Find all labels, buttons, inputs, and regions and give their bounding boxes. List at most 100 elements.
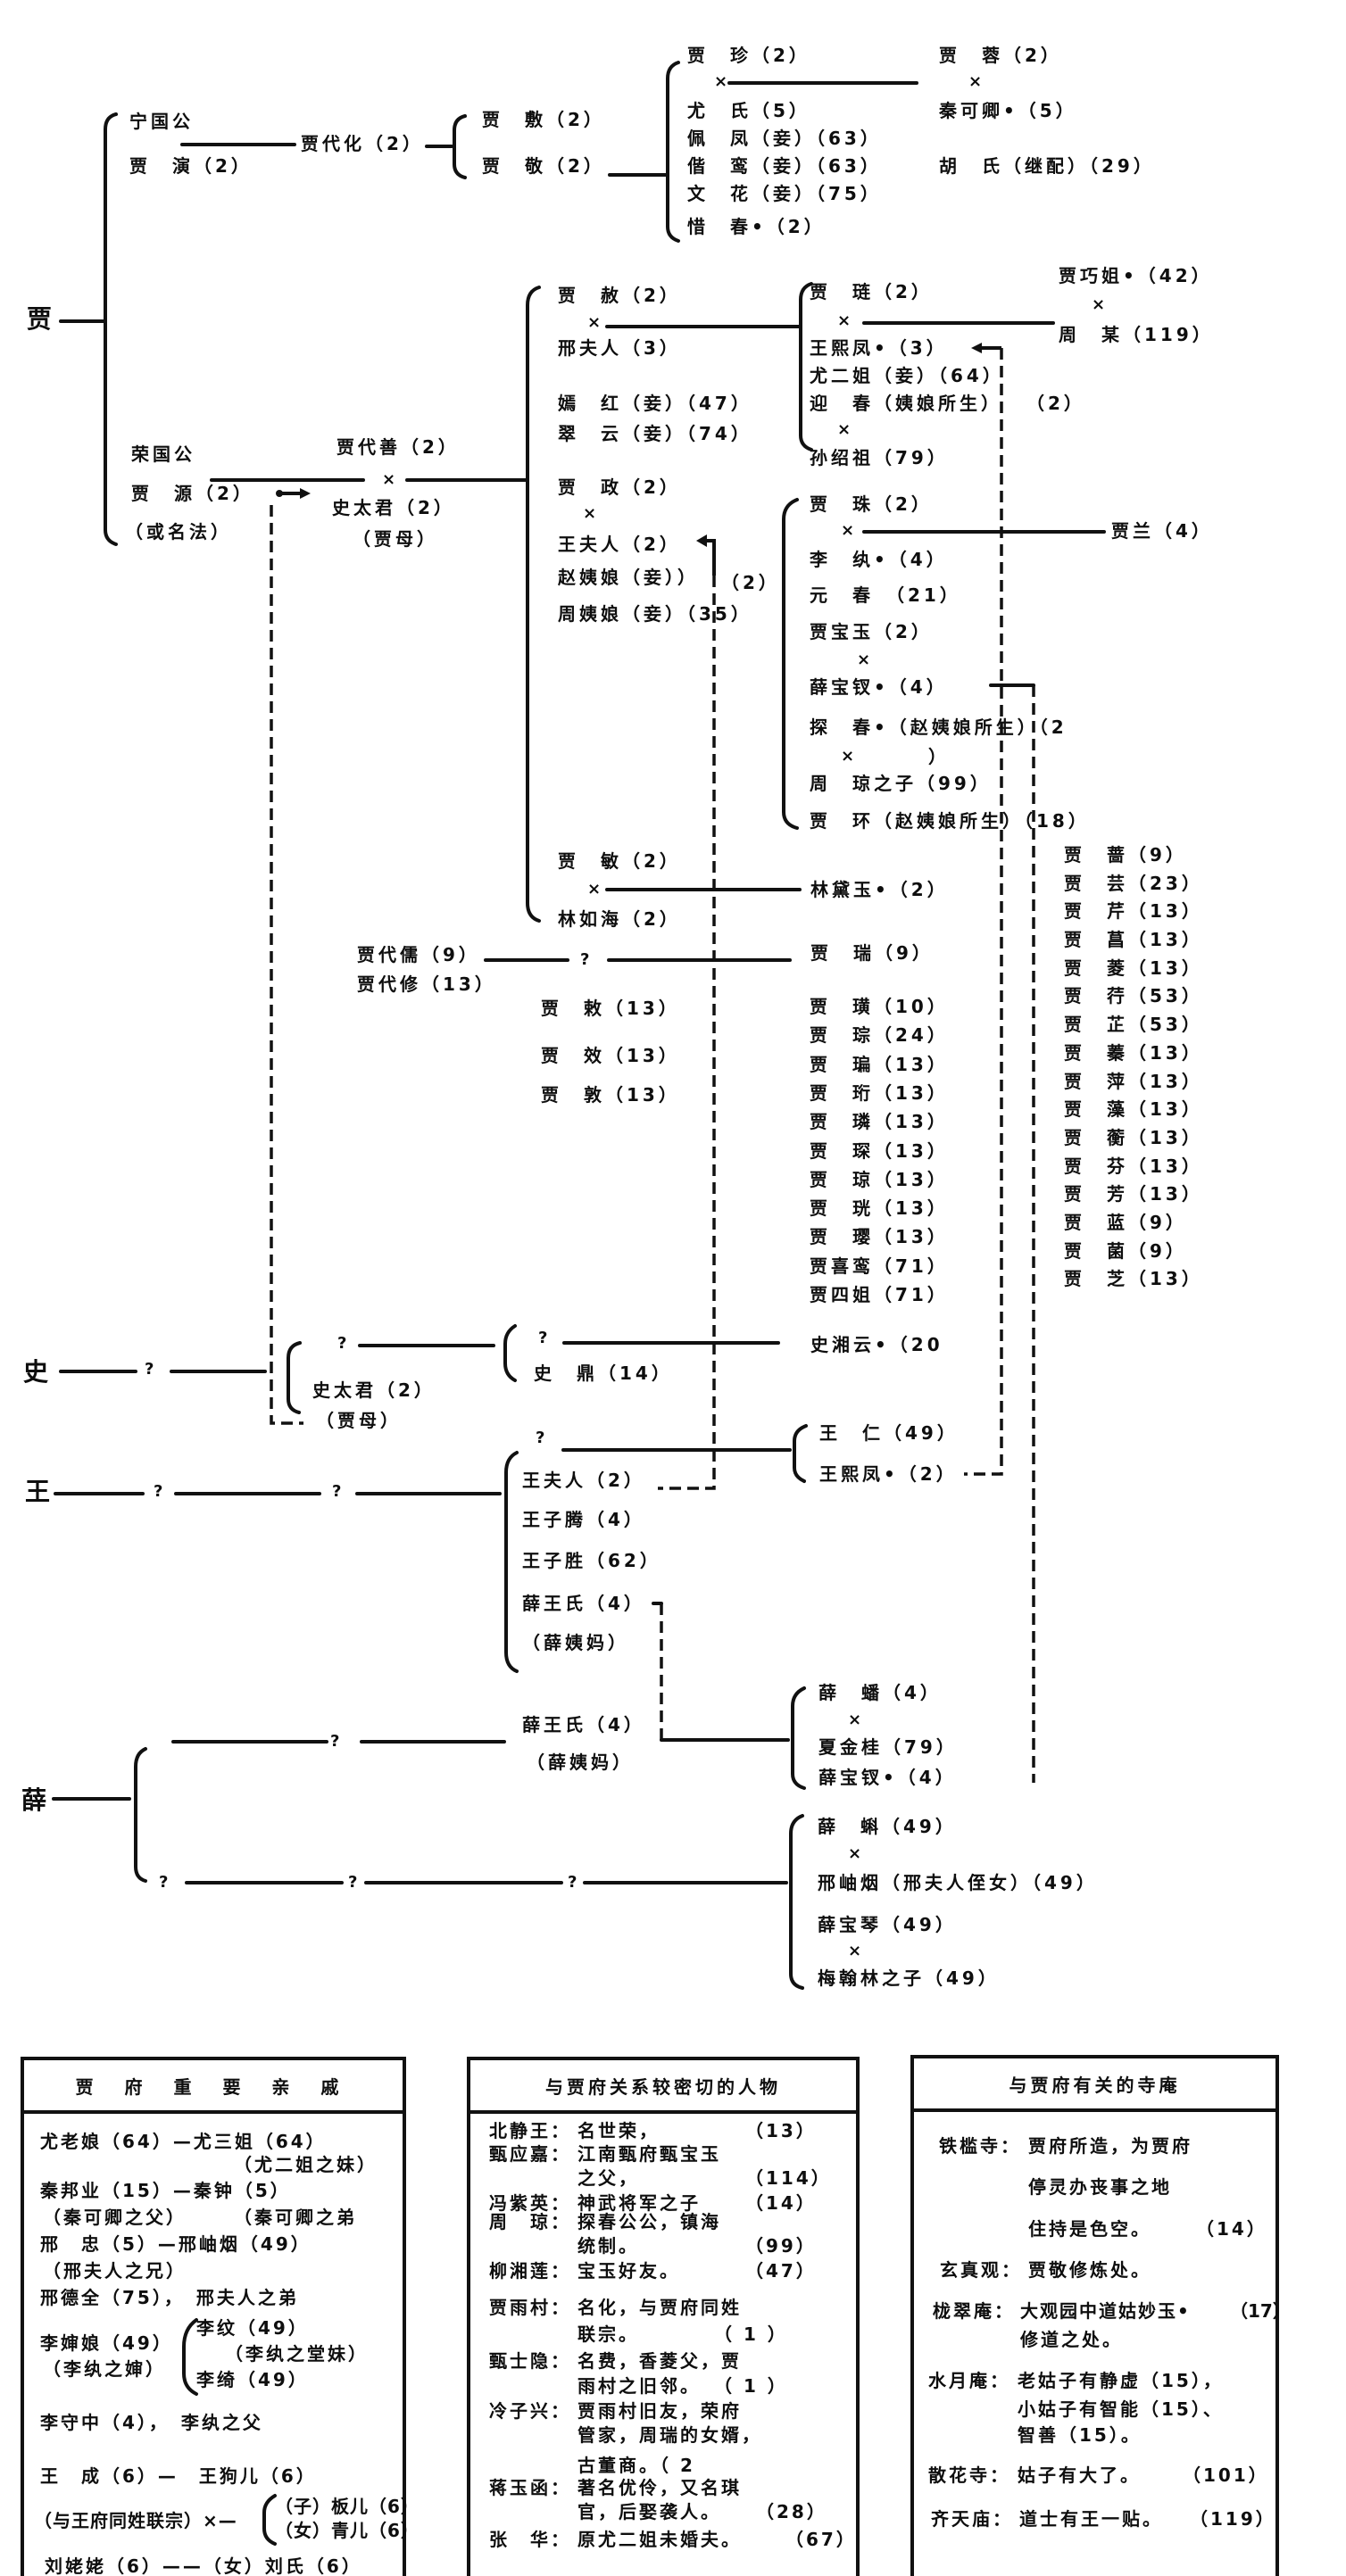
temple-ref: （101） — [1183, 2464, 1269, 2486]
person-baochai: 薛宝钗•（4） — [810, 676, 948, 698]
li-sisters-bracket — [182, 2318, 198, 2396]
temple-ref: （14） — [1196, 2218, 1267, 2240]
temple-label: 栊翠庵： — [933, 2300, 1015, 2322]
person-lin-daiyu: 林黛玉•（2） — [810, 879, 949, 900]
shi-gen2-bracket — [287, 1341, 302, 1414]
surname-jia: 贾 — [27, 304, 53, 334]
associate-desc: 探春公公，镇海 — [577, 2211, 721, 2232]
unknown-mark: ? — [568, 1873, 577, 1892]
associate-desc: 江南甄府甄宝玉 — [577, 2143, 721, 2165]
unknown-mark: ? — [536, 1429, 545, 1447]
clan-member-cao: 贾 蘅（13） — [1064, 1127, 1203, 1148]
clan-member-cao: 贾 荇（53） — [1064, 985, 1203, 1006]
surname-xue: 薛 — [21, 1785, 47, 1815]
relative-line: （女）青儿（6） — [275, 2520, 420, 2541]
temple-label: 齐天庙： — [931, 2508, 1013, 2530]
person-hu-shi: 胡 氏（继配）（29） — [939, 155, 1155, 177]
clan-member-yu: 贾 琼（13） — [810, 1169, 949, 1190]
relatives-box-header: 贾 府 重 要 亲 戚 — [24, 2060, 403, 2114]
relative-line: 刘姥姥（6）——（女）刘氏（6） — [45, 2555, 362, 2576]
unknown-mark: ? — [159, 1873, 169, 1892]
clan-member-yu: 贾 㻞（13） — [810, 1054, 949, 1075]
unknown-mark: ? — [337, 1334, 347, 1353]
shi-gen3-bracket — [503, 1324, 517, 1382]
relative-line: 李婶娘（49） — [40, 2332, 173, 2354]
xue-pan-bracket — [791, 1686, 806, 1790]
relative-note: （秦可卿之父） — [43, 2207, 187, 2228]
lady-wang-dashed-link — [658, 576, 716, 1490]
marriage-mark: × — [848, 1710, 862, 1729]
person-jia-yan: 贾 演（2） — [129, 155, 253, 177]
temple-desc: 修道之处。 — [1020, 2329, 1123, 2350]
jia-root-bracket — [104, 112, 118, 546]
temples-box-header: 与贾府有关的寺庵 — [914, 2058, 1275, 2112]
she-children-bracket — [799, 282, 813, 451]
associate-desc: 著名优伶，又名琪 — [577, 2477, 742, 2498]
associate-label: 贾雨村： — [489, 2297, 571, 2318]
person-concubine-zhou: 周姨娘（妾）（35） — [558, 603, 752, 625]
shi-taijun-note: （贾母） — [353, 528, 438, 550]
person-yan-hong: 嫣 红（妾）（47） — [558, 393, 752, 414]
person-xue-wang-shi-xue: 薛王氏（4） — [522, 1714, 645, 1735]
zheng-children-bracket — [782, 498, 799, 830]
arrow-left-icon — [971, 343, 1001, 353]
clan-member-cao: 贾 芳（13） — [1064, 1183, 1203, 1205]
associate-desc: 联宗。 — [577, 2323, 639, 2345]
temple-ref: （119） — [1190, 2508, 1276, 2530]
associate-label: 周 琼： — [489, 2211, 571, 2232]
relative-line: 李绮（49） — [196, 2369, 309, 2390]
person-lady-xing: 邢夫人（3） — [558, 337, 681, 359]
person-jia-rong: 贾 蓉（2） — [939, 45, 1062, 66]
associate-ref: （28） — [756, 2501, 827, 2522]
yingchun-chapter-ref: （2） — [1026, 393, 1085, 414]
temples-box: 与贾府有关的寺庵 — [910, 2055, 1279, 2576]
person-tanchun: 探 春•（赵姨娘所生）（2 — [810, 716, 1068, 738]
person-jia-dairu: 贾代儒（9） — [357, 944, 480, 965]
associate-label: 北静王： — [489, 2120, 571, 2141]
temple-desc: 住持是色空。 — [1028, 2218, 1151, 2240]
associate-label: 张 华： — [489, 2529, 571, 2550]
person-shi-xiangyun: 史湘云•（20 — [810, 1334, 943, 1355]
person-jia-lian: 贾 琏（2） — [810, 281, 933, 302]
associate-ref: （14） — [745, 2192, 817, 2214]
person-wang-xifeng-wang: 王熙凤•（2） — [819, 1463, 958, 1485]
relative-line: 李纹（49） — [196, 2317, 309, 2339]
marriage-mark: × — [587, 880, 602, 899]
person-xue-baoqin: 薛宝琴（49） — [818, 1914, 957, 1935]
person-li-wan: 李 纨•（4） — [810, 549, 948, 570]
clan-member-wen: 贾 效（13） — [541, 1045, 680, 1066]
person-jia-zhu: 贾 珠（2） — [810, 493, 933, 515]
person-lady-wang: 王夫人（2） — [558, 534, 681, 555]
associate-desc: 统制。 — [577, 2235, 639, 2257]
concubine-chapter-ref: （2） — [721, 572, 780, 593]
marriage-mark: × — [841, 747, 855, 766]
person-jia-rui: 贾 瑞（9） — [810, 942, 934, 964]
relative-line: （子）板儿（6） — [275, 2496, 420, 2517]
marriage-mark: × — [857, 650, 871, 669]
rongguo-title: 荣国公 — [131, 443, 195, 465]
person-you-shi: 尤 氏（5） — [687, 100, 810, 121]
temple-ref: （17） — [1230, 2300, 1291, 2322]
person-wang-ziteng: 王子腾（4） — [522, 1509, 645, 1530]
marriage-mark: × — [1092, 295, 1106, 314]
person-wang-ren: 王 仁（49） — [819, 1422, 959, 1444]
person-zhou-mou: 周 某（119） — [1059, 324, 1214, 345]
person-shi-taijun-shi: 史太君（2） — [312, 1379, 436, 1401]
marriage-mark: × — [848, 1942, 862, 1960]
associate-label: 冷子兴： — [489, 2400, 571, 2422]
temple-desc: 停灵办丧事之地 — [1028, 2176, 1172, 2198]
clan-member-cao: 贾 芷（53） — [1064, 1014, 1203, 1035]
person-jia-zheng: 贾 政（2） — [558, 476, 681, 498]
associates-box: 与贾府关系较密切的人物 — [467, 2057, 860, 2576]
person-cui-yun: 翠 云（妾）（74） — [558, 423, 752, 444]
associates-box-header: 与贾府关系较密切的人物 — [470, 2060, 856, 2114]
person-xue-baochai: 薛宝钗•（4） — [818, 1767, 957, 1788]
clan-member-wen: 贾 敕（13） — [541, 998, 680, 1019]
person-shi-ding: 史 鼎（14） — [534, 1363, 673, 1384]
clan-member-yu: 贾 琮（24） — [810, 1024, 949, 1046]
unknown-mark: ? — [154, 1482, 163, 1501]
associate-desc: 之父， — [577, 2167, 639, 2189]
person-jia-daixiu: 贾代修（13） — [357, 973, 496, 995]
